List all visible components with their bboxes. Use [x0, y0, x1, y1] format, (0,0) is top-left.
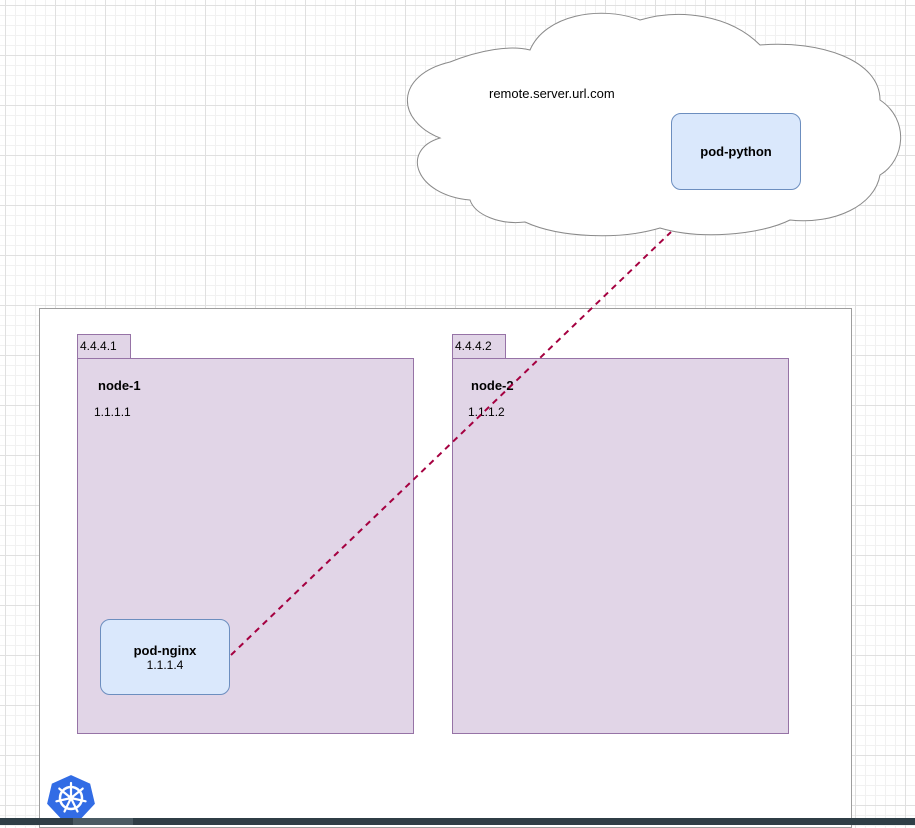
pod-nginx-ip: 1.1.1.4: [146, 657, 184, 672]
bottom-toolbar-tab[interactable]: [73, 818, 133, 825]
node-2-name: node-2: [471, 378, 514, 393]
node-1-ip: 1.1.1.1: [94, 405, 131, 419]
pod-nginx[interactable]: pod-nginx 1.1.1.4: [100, 619, 230, 695]
bottom-toolbar: [0, 818, 915, 825]
node-1-tab: 4.4.4.1: [77, 334, 131, 358]
server-url-label: remote.server.url.com: [489, 86, 615, 101]
node-2-tab: 4.4.4.2: [452, 334, 506, 358]
pod-python[interactable]: pod-python: [671, 113, 801, 190]
pod-python-name: pod-python: [700, 144, 772, 159]
node-2-ip: 1.1.1.2: [468, 405, 505, 419]
pod-nginx-name: pod-nginx: [133, 642, 197, 658]
kubernetes-logo-icon: [44, 773, 98, 820]
node-1-name: node-1: [98, 378, 141, 393]
